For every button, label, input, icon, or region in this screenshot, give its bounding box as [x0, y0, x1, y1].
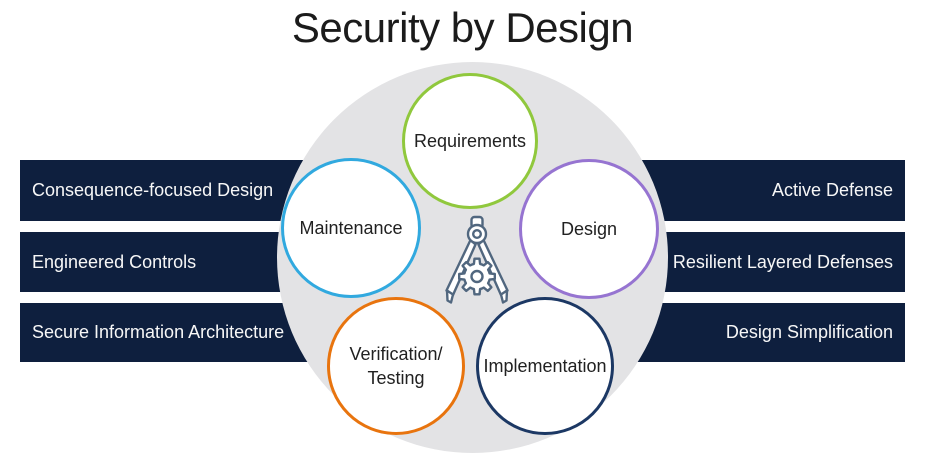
- phase-label-implementation: Implementation: [483, 355, 607, 376]
- phase-label-design: Design: [560, 218, 618, 239]
- right-bar-label-2: Resilient Layered Defenses: [672, 251, 893, 272]
- phase-circle-design: Design: [519, 159, 659, 299]
- compass-and-gear-icon: [437, 214, 517, 309]
- phase-circle-verification-testing: Verification/ Testing: [327, 297, 465, 435]
- phase-label-verification-testing: Verification/ Testing: [349, 343, 443, 388]
- phase-circle-implementation: Implementation: [476, 297, 614, 435]
- phase-circle-maintenance: Maintenance: [281, 158, 421, 298]
- phase-label-requirements: Requirements: [413, 130, 527, 151]
- left-bar-label-2: Engineered Controls: [32, 251, 197, 272]
- phase-label-maintenance: Maintenance: [299, 217, 403, 238]
- page-title: Security by Design: [291, 4, 634, 51]
- left-bar-label-3: Secure Information Architecture: [32, 322, 285, 342]
- phase-circle-requirements: Requirements: [402, 73, 538, 209]
- right-bar-label-3: Design Simplification: [725, 322, 893, 342]
- right-bar-label-1: Active Defense: [771, 180, 893, 200]
- left-bar-label-1: Consequence-focused Design: [32, 180, 274, 200]
